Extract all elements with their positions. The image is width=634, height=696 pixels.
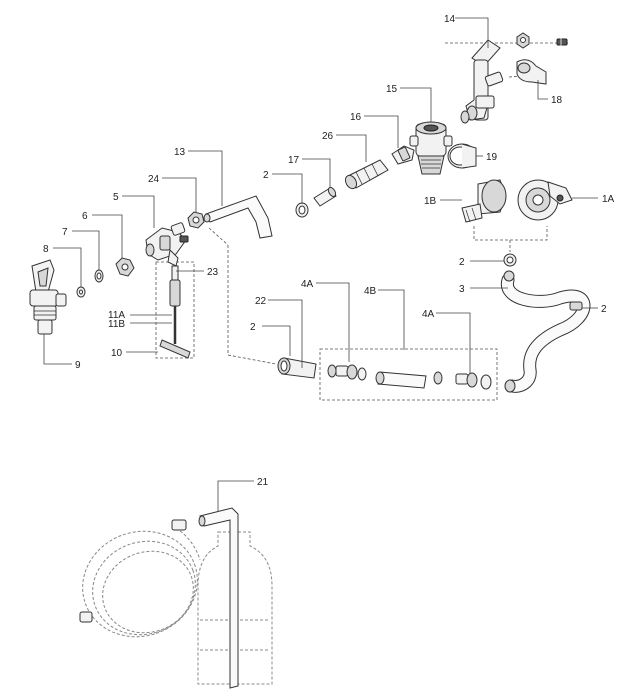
part-15-valve-body — [409, 121, 453, 175]
part-7-clip — [94, 269, 104, 283]
label-10: 10 — [111, 348, 123, 359]
part-26-connector — [344, 159, 389, 190]
label-3: 3 — [459, 284, 465, 295]
part-19-ring — [447, 143, 477, 169]
label-7: 7 — [62, 227, 68, 238]
label-14: 14 — [444, 14, 456, 25]
part-14-nut — [516, 32, 530, 49]
label-8: 8 — [43, 244, 49, 255]
label-2-upper: 2 — [263, 170, 269, 181]
label-17: 17 — [288, 155, 300, 166]
dashed-assembly-lines — [155, 42, 568, 401]
label-4A-left: 4A — [301, 279, 314, 290]
part-4B-tube — [375, 371, 427, 389]
part-21-suction-tube — [198, 507, 239, 689]
label-21: 21 — [257, 477, 269, 488]
label-1B: 1B — [424, 196, 437, 207]
part-1A-cap-adapter — [517, 179, 573, 221]
part-17-small-barb — [313, 186, 337, 207]
label-2-right-top: 2 — [459, 257, 465, 268]
part-3-flexible-hose — [501, 270, 591, 393]
part-1B-cap — [461, 179, 507, 223]
label-22: 22 — [255, 296, 267, 307]
label-18: 18 — [551, 95, 563, 106]
part-16-barb-fitting — [391, 145, 415, 165]
callout-labels: 14 18 15 16 26 19 13 17 2 24 1B 1A 5 6 7… — [43, 14, 615, 488]
part-4A-fitting-left — [327, 364, 367, 381]
label-19: 19 — [486, 152, 498, 163]
label-26: 26 — [322, 131, 334, 142]
label-4A-right: 4A — [422, 309, 435, 320]
label-11B: 11B — [108, 319, 125, 330]
label-24: 24 — [148, 174, 160, 185]
label-5: 5 — [113, 192, 119, 203]
part-9-faucet-tap — [29, 259, 67, 335]
part-2-hose-clamp-upper — [295, 202, 309, 218]
label-2-lower: 2 — [250, 322, 256, 333]
part-2-hose-clamp-right — [503, 253, 517, 267]
label-15: 15 — [386, 84, 398, 95]
part-8-washer — [76, 286, 86, 298]
label-13: 13 — [174, 147, 186, 158]
hose-coil — [79, 519, 201, 638]
label-23: 23 — [207, 267, 219, 278]
label-16: 16 — [350, 112, 362, 123]
label-11A: 11A — [108, 310, 125, 321]
part-14-tee-fitting — [460, 39, 504, 124]
part-13-bent-tube — [203, 195, 273, 239]
part-24-nut — [187, 211, 205, 229]
part-14-screw — [556, 38, 568, 46]
part-6-nut — [115, 257, 135, 277]
leader-lines — [43, 17, 598, 512]
part-4A-fitting-right — [433, 371, 492, 390]
part-10-dip-tube — [159, 265, 191, 359]
label-6: 6 — [82, 211, 88, 222]
part-18-clamp — [516, 59, 547, 85]
label-2-right: 2 — [601, 304, 607, 315]
part-22-filter-sleeve — [277, 357, 317, 379]
part-5-valve-body — [145, 222, 189, 267]
label-1A: 1A — [602, 194, 615, 205]
label-4B: 4B — [364, 286, 377, 297]
label-9: 9 — [75, 360, 81, 371]
